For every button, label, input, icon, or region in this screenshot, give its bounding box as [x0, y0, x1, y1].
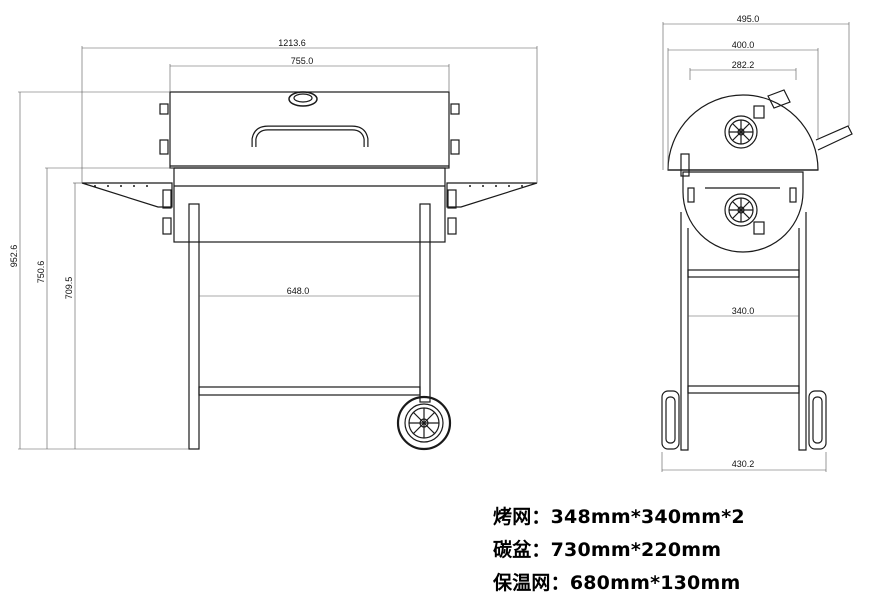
dim-side-body-width: 400.0: [732, 40, 755, 50]
dim-hood-width: 755.0: [291, 56, 314, 66]
side-right-wheel: [808, 390, 827, 450]
side-kettle: [667, 94, 819, 171]
dim-total-height: 952.6: [9, 245, 19, 268]
lower-vent-icon: [724, 193, 765, 235]
side-handle: [815, 125, 853, 151]
thermometer-icon: [288, 91, 318, 107]
dim-side-overall-width: 495.0: [737, 14, 760, 24]
dim-overall-width: 1213.6: [278, 38, 306, 48]
front-lower-bar: [198, 386, 421, 396]
dim-shelf-height: 750.6: [36, 261, 46, 284]
dim-base-height: 709.5: [64, 277, 74, 300]
front-left-leg: [188, 203, 200, 450]
spec-label: 烤网：: [493, 506, 551, 528]
dim-side-inner-width: 282.2: [732, 60, 755, 70]
front-right-leg: [419, 203, 431, 403]
front-view: [81, 91, 538, 451]
upper-vent-icon: [724, 105, 765, 149]
side-right-leg: [798, 212, 807, 451]
spec-label: 碳盆：: [493, 539, 551, 561]
dim-side-leg-width: 340.0: [732, 306, 755, 316]
hood-handle: [251, 125, 369, 147]
right-shelf: [446, 182, 538, 208]
spec-value: 730mm*220mm: [550, 539, 722, 561]
spec-charcoal-pan: 碳盆：730mm*220mm: [493, 535, 721, 562]
side-left-leg: [680, 212, 689, 451]
spec-value: 680mm*130mm: [569, 572, 741, 594]
spec-label: 保温网：: [493, 572, 570, 594]
front-wheel: [396, 395, 452, 451]
front-firebox: [173, 167, 446, 243]
dim-cart-inner-width: 648.0: [287, 286, 310, 296]
side-view: [661, 89, 853, 451]
spec-grill-grate: 烤网：348mm*340mm*2: [493, 502, 745, 529]
dimension-lines: [18, 22, 850, 472]
left-shelf: [81, 182, 173, 208]
spec-warming-rack: 保温网：680mm*130mm: [493, 568, 740, 595]
spec-value: 348mm*340mm*2: [550, 506, 745, 528]
dim-side-wheel-width: 430.2: [732, 459, 755, 469]
side-left-wheel: [661, 390, 680, 450]
